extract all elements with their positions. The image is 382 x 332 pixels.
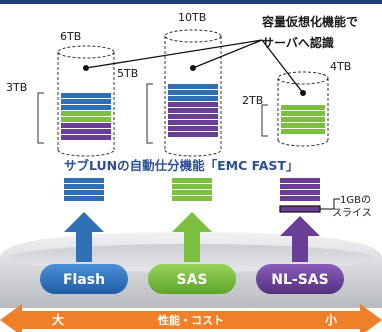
flash-up-arrow <box>64 212 104 262</box>
tier-nlsas-label: NL-SAS <box>271 272 328 288</box>
sas-up-arrow <box>172 212 212 262</box>
virtual-lun-3: 4TB 2TB <box>242 60 351 147</box>
nlsas-slices <box>279 178 321 213</box>
lun-1-capacity: 6TB <box>60 30 81 43</box>
performance-cost-arrow: 大 性能・コスト 小 <box>0 304 382 332</box>
lun-1-dot <box>83 65 89 71</box>
callout-lines <box>83 39 306 96</box>
tier-sas: SAS <box>148 264 236 294</box>
top-bar <box>0 0 382 4</box>
flash-slices <box>64 178 104 201</box>
slice-label-line-2: スライス <box>332 207 372 219</box>
lun-2-capacity: 10TB <box>178 11 206 24</box>
tier-nlsas: NL-SAS <box>256 264 344 294</box>
callout-line-2: サーバへ認識 <box>262 35 334 50</box>
lun-3-slices <box>281 105 325 134</box>
virtual-lun-1: 6TB 3TB <box>6 30 115 157</box>
nlsas-up-arrow <box>280 216 320 262</box>
performance-cost-label: 性能・コスト <box>158 313 224 327</box>
auto-tiering-label: サブLUNの自動仕分機能「EMC FAST」 <box>64 158 298 173</box>
lun-2-dot <box>190 65 196 71</box>
highlighted-slice <box>279 205 321 213</box>
slice-label-line-1: 1GBの <box>340 195 371 206</box>
sas-slices <box>172 178 212 201</box>
performance-high-label: 大 <box>52 312 64 327</box>
performance-low-label: 小 <box>325 312 337 327</box>
tier-sas-label: SAS <box>176 272 207 288</box>
lun-1-allocated: 3TB <box>6 81 27 94</box>
callout-line-1: 容量仮想化機能で <box>261 14 358 29</box>
lun-2-allocated: 5TB <box>117 67 138 80</box>
tier-flash-label: Flash <box>63 272 105 288</box>
virtual-lun-2: 10TB 5TB <box>117 11 222 157</box>
lun-2-slices <box>168 84 218 137</box>
lun-3-allocated: 2TB <box>242 94 263 107</box>
lun-3-capacity: 4TB <box>330 60 351 73</box>
tier-flash: Flash <box>40 264 128 294</box>
lun-1-slices <box>61 93 111 140</box>
lun-3-dot <box>300 90 306 96</box>
